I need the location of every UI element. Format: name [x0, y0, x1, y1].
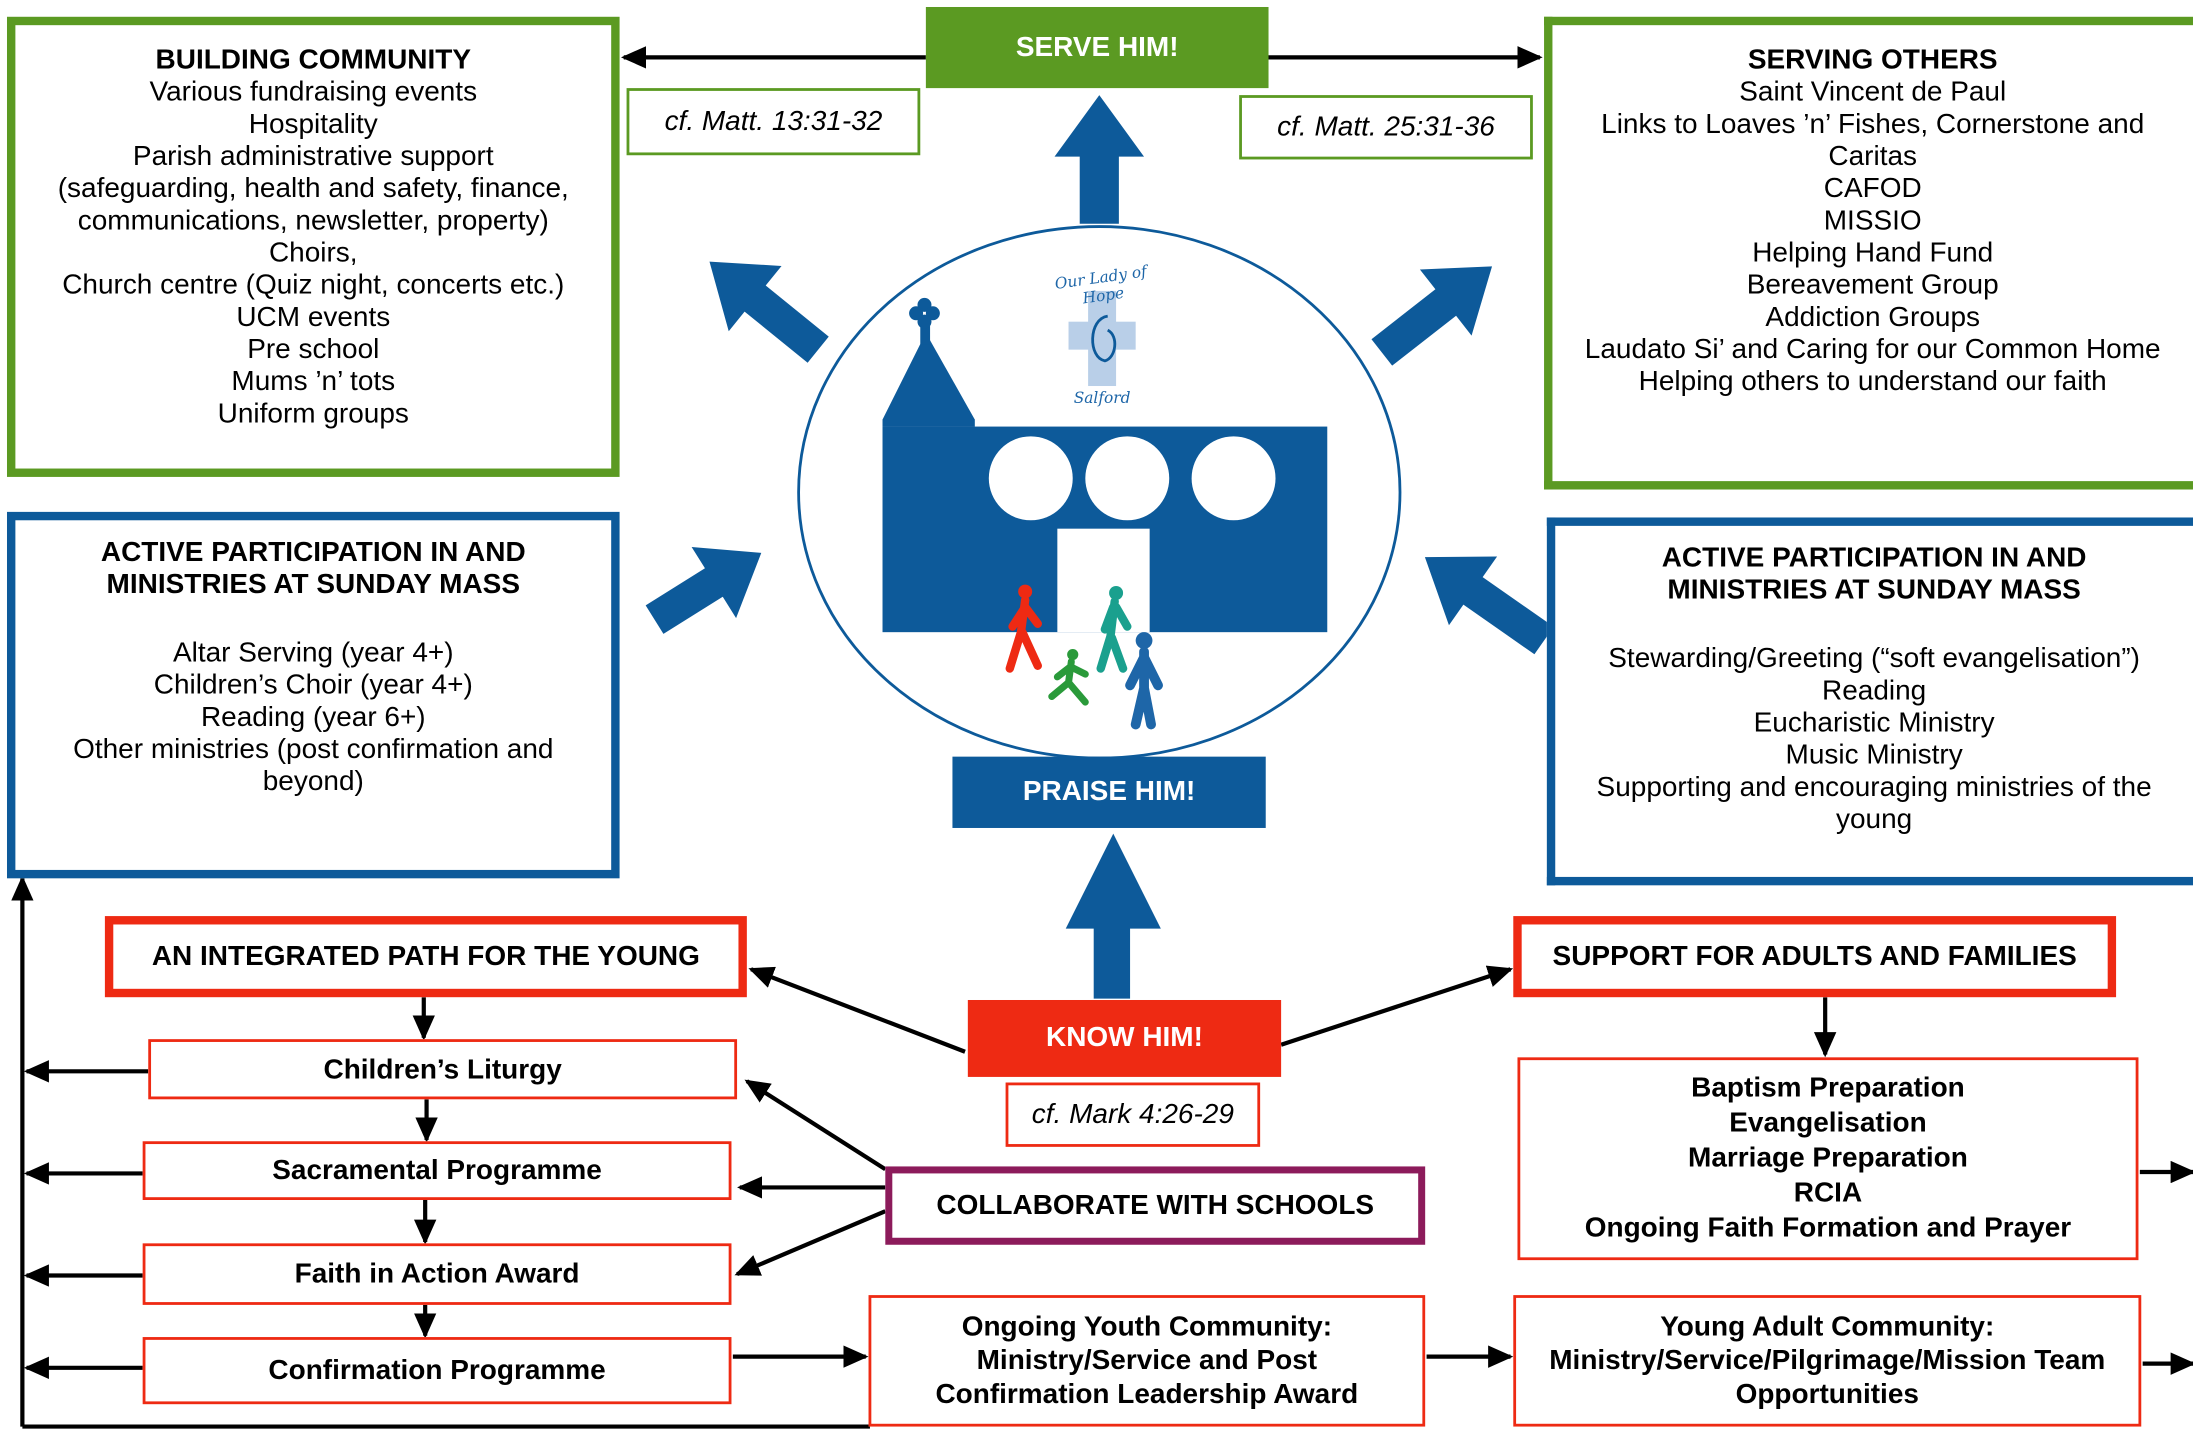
- serving-others-title: SERVING OTHERS: [1747, 44, 1998, 76]
- participation-left-item: Children’s Choir (year 4+): [153, 669, 473, 701]
- parish-logo-emblem: [1068, 290, 1136, 387]
- arrow-schools-to-faith: [734, 1209, 887, 1277]
- church-building-icon: [882, 297, 1328, 633]
- youth-community-box: Ongoing Youth Community: Ministry/Servic…: [868, 1295, 1426, 1427]
- participation-right-item: Supporting and encouraging ministries of…: [1596, 772, 2152, 803]
- participation-left-item: Altar Serving (year 4+): [172, 637, 454, 669]
- building-community-title: BUILDING COMMUNITY: [155, 44, 472, 76]
- big-arrow-upper-right: [1371, 266, 1493, 366]
- young-adult-line: Opportunities: [1735, 1379, 1919, 1410]
- participation-right-title-2: MINISTRIES AT SUNDAY MASS: [1667, 574, 2081, 606]
- big-arrow-lower-left: [645, 546, 762, 634]
- building-item: (safeguarding, health and safety, financ…: [57, 173, 569, 205]
- people-figures-icon: [1005, 584, 1163, 730]
- building-item: Choirs,: [268, 237, 358, 269]
- step-faith-in-action: Faith in Action Award: [142, 1243, 732, 1305]
- serving-others-box: SERVING OTHERS Saint Vincent de Paul Lin…: [1544, 16, 2193, 490]
- young-path-title-box: AN INTEGRATED PATH FOR THE YOUNG: [104, 916, 747, 998]
- citation-mark4: cf. Mark 4:26-29: [1005, 1082, 1261, 1147]
- participation-left-box: ACTIVE PARTICIPATION IN AND MINISTRIES A…: [6, 511, 620, 879]
- young-adult-community-box: Young Adult Community: Ministry/Service/…: [1513, 1295, 2142, 1427]
- building-item: Church centre (Quiz night, concerts etc.…: [62, 269, 565, 301]
- serving-item: Addiction Groups: [1765, 302, 1981, 333]
- participation-left-title-2: MINISTRIES AT SUNDAY MASS: [106, 569, 520, 600]
- youth-community-line: Ongoing Youth Community:: [961, 1311, 1333, 1343]
- step-sacramental-programme: Sacramental Programme: [142, 1141, 732, 1200]
- adults-item: Ongoing Faith Formation and Prayer: [1584, 1212, 2072, 1244]
- participation-right-item: Reading: [1822, 675, 1927, 707]
- serve-him-banner: SERVE HIM!: [925, 6, 1269, 89]
- step-childrens-liturgy: Children’s Liturgy: [148, 1039, 738, 1100]
- serving-item: Helping Hand Fund: [1752, 237, 1994, 269]
- adults-item: Marriage Preparation: [1688, 1142, 1968, 1174]
- youth-community-line: Ministry/Service and Post: [976, 1345, 1318, 1377]
- participation-right-item: Music Ministry: [1785, 739, 1963, 771]
- serving-item: Laudato Si’ and Caring for our Common Ho…: [1584, 334, 2161, 366]
- building-item: Mums ’n’ tots: [231, 366, 396, 398]
- collaborate-schools-box: COLLABORATE WITH SCHOOLS: [885, 1166, 1426, 1245]
- participation-left-item: Reading (year 6+): [200, 702, 426, 733]
- participation-left-title-1: ACTIVE PARTICIPATION IN AND: [100, 537, 526, 568]
- big-arrow-up-to-serve: [1054, 95, 1145, 224]
- youth-community-line: Confirmation Leadership Award: [935, 1379, 1359, 1410]
- spacer: [1555, 607, 2193, 643]
- building-item: UCM events: [236, 302, 391, 333]
- step-confirmation-programme: Confirmation Programme: [142, 1337, 732, 1405]
- adults-item: RCIA: [1793, 1177, 1863, 1209]
- arrow-know-to-young: [748, 966, 966, 1054]
- participation-left-item: beyond): [262, 766, 364, 798]
- adults-title-box: SUPPORT FOR ADULTS AND FAMILIES: [1513, 916, 2117, 998]
- big-arrow-upper-left: [709, 261, 829, 363]
- building-item: Hospitality: [248, 109, 378, 140]
- serving-item: Caritas: [1828, 141, 1918, 173]
- serving-item: MISSIO: [1823, 205, 1922, 237]
- spacer: [15, 601, 611, 637]
- praise-him-banner: PRAISE HIM!: [952, 756, 1266, 828]
- participation-right-item: Eucharistic Ministry: [1753, 707, 1995, 739]
- participation-left-item: Other ministries (post confirmation and: [73, 734, 554, 766]
- serving-item: Links to Loaves ’n’ Fishes, Cornerstone …: [1601, 109, 2145, 140]
- citation-matt13: cf. Matt. 13:31-32: [626, 88, 921, 156]
- participation-right-item: Stewarding/Greeting (“soft evangelisatio…: [1608, 643, 2140, 675]
- young-adult-line: Ministry/Service/Pilgrimage/Mission Team: [1549, 1345, 2106, 1377]
- serving-item: Saint Vincent de Paul: [1739, 76, 2007, 108]
- arrow-schools-to-liturgy: [744, 1079, 887, 1171]
- big-arrow-lower-right: [1424, 556, 1554, 655]
- participation-right-box: ACTIVE PARTICIPATION IN AND MINISTRIES A…: [1546, 517, 2193, 886]
- young-adult-line: Young Adult Community:: [1660, 1311, 1995, 1343]
- big-arrow-up-to-praise: [1065, 833, 1161, 999]
- serving-item: CAFOD: [1823, 173, 1922, 205]
- building-item: Pre school: [247, 334, 380, 366]
- logo-bottom-text: Salford: [1073, 388, 1131, 407]
- serving-item: Helping others to understand our faith: [1638, 366, 2107, 398]
- know-him-banner: KNOW HIM!: [967, 999, 1282, 1077]
- adults-list-box: Baptism Preparation Evangelisation Marri…: [1517, 1057, 2139, 1261]
- citation-matt25: cf. Matt. 25:31-36: [1239, 95, 1533, 160]
- adults-item: Evangelisation: [1729, 1107, 1927, 1139]
- participation-right-item: young: [1836, 804, 1913, 835]
- building-item: Uniform groups: [217, 398, 409, 430]
- building-item: Various fundraising events: [149, 76, 478, 108]
- adults-item: Baptism Preparation: [1691, 1072, 1965, 1104]
- arrow-know-to-adults: [1280, 965, 1514, 1047]
- building-item: Parish administrative support: [132, 141, 494, 173]
- building-community-box: BUILDING COMMUNITY Various fundraising e…: [6, 16, 620, 477]
- serving-item: Bereavement Group: [1746, 269, 1999, 301]
- participation-right-title-1: ACTIVE PARTICIPATION IN AND: [1661, 542, 2087, 574]
- building-item: communications, newsletter, property): [77, 205, 549, 237]
